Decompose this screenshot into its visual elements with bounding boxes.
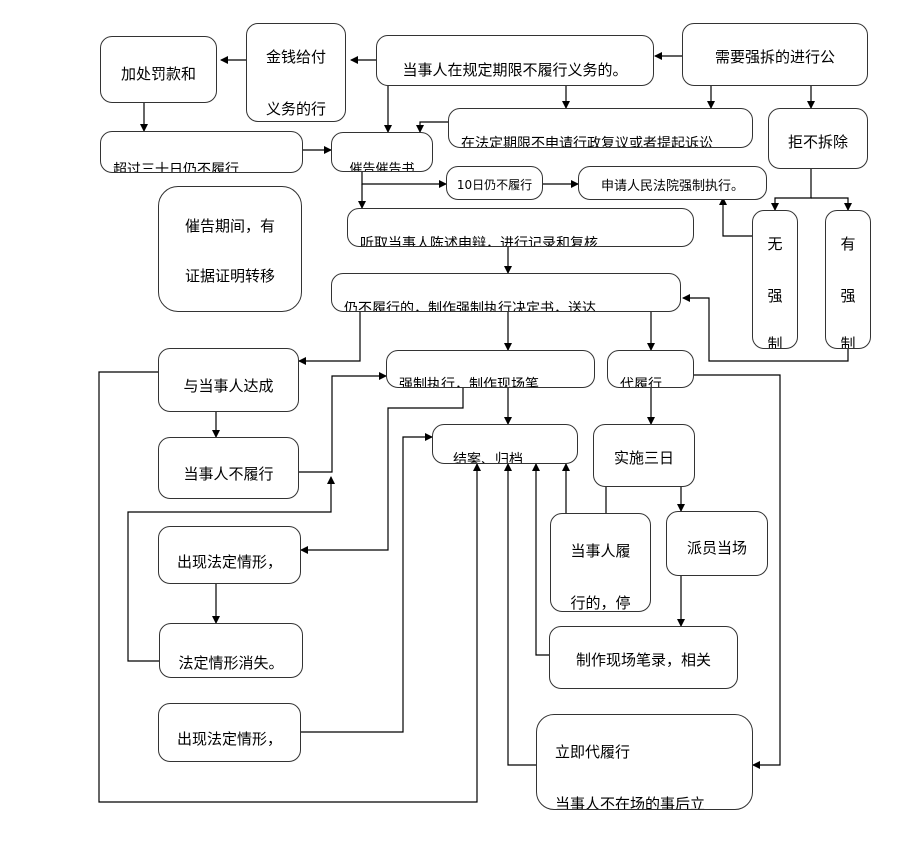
arrow-legalgone-to-notperform-loop xyxy=(127,476,335,662)
arrow-reminder-to-tendays xyxy=(361,172,447,188)
box-no-coercion-char1: 无 xyxy=(767,235,783,253)
box-reminder-decision-label: 催告催告书 xyxy=(349,162,415,172)
box-no-coercion-char2: 强 xyxy=(767,287,783,305)
box-during-reminder: 催告期间，有 证据证明转移 xyxy=(158,186,302,312)
box-refuse-demolish-label: 拒不拆除 xyxy=(787,133,848,151)
box-send-staff-label: 派员当场 xyxy=(686,539,747,557)
arrow-immediate-to-archive xyxy=(504,463,536,766)
box-reach-agreement-label: 与当事人达成 xyxy=(183,377,274,395)
box-over-days-label: 超过三十日仍不履行 xyxy=(113,162,239,173)
box-apply-court: 申请人民法院强制执行。 xyxy=(578,166,767,200)
box-record-onsite: 制作现场笔录，相关 xyxy=(549,626,738,689)
box-failure-to-perform-label: 当事人在规定期限不履行义务的。 xyxy=(402,61,628,79)
arrow-record-to-archive xyxy=(532,463,549,656)
box-monetary-obligation: 金钱给付 义务的行 xyxy=(246,23,346,122)
box-immediate-line1: 立即代履行 xyxy=(555,743,631,761)
box-enforce-onsite: 强制执行，制作现场笔 xyxy=(386,350,595,388)
arrow-refuse-to-has-coercion xyxy=(811,197,852,211)
box-during-reminder-line1: 催告期间，有 xyxy=(184,217,275,235)
arrow-no-coercion-to-court xyxy=(719,197,752,237)
box-legal-situation-1-label: 出现法定情形， xyxy=(176,553,282,571)
box-hear-statement: 听取当事人陈述申辩，进行记录和复核 xyxy=(347,208,694,247)
box-has-coercion-char1: 有 xyxy=(840,235,856,253)
box-legal-situation-gone-label: 法定情形消失。 xyxy=(178,654,284,672)
box-substitute-label: 代履行 xyxy=(620,377,662,388)
box-refuse-demolish: 拒不拆除 xyxy=(768,108,868,169)
box-demolition-notice-label: 需要强拆的进行公 xyxy=(714,48,835,66)
box-send-staff: 派员当场 xyxy=(666,511,768,576)
box-deadline-notice: 在法定期限不申请行政复议或者提起诉讼 xyxy=(448,108,753,148)
box-legal-situation-2: 出现法定情形， xyxy=(158,703,301,762)
box-ten-days: 10日仍不履行 xyxy=(446,166,543,200)
box-three-days: 实施三日 xyxy=(593,424,695,487)
box-has-coercion-char2: 强 xyxy=(840,287,856,305)
arrow-enforce-to-legal1 xyxy=(300,388,464,554)
box-monetary-obligation-line1: 金钱给付 xyxy=(265,48,326,66)
box-party-performs: 当事人履 行的，停 xyxy=(550,513,651,612)
box-apply-court-label: 申请人民法院强制执行。 xyxy=(600,179,744,194)
box-failure-to-perform: 当事人在规定期限不履行义务的。 xyxy=(376,35,654,86)
box-legal-situation-2-label: 出现法定情形， xyxy=(176,730,282,748)
box-make-decision: 仍不履行的，制作强制执行决定书，送达 xyxy=(331,273,681,312)
arrow-legal2-to-archive xyxy=(301,433,433,733)
arrow-outer-loop-to-archive xyxy=(98,371,481,803)
box-settle-archive: 结案、归档 xyxy=(432,424,578,464)
box-no-coercion: 无 强 制 xyxy=(752,210,798,349)
box-during-reminder-line2: 证据证明转移 xyxy=(184,267,275,285)
box-legal-situation-1: 出现法定情形， xyxy=(158,526,301,584)
box-make-decision-label: 仍不履行的，制作强制执行决定书，送达 xyxy=(344,301,596,312)
arrow-deadline-to-reminder xyxy=(416,121,448,133)
box-reach-agreement: 与当事人达成 xyxy=(158,348,299,412)
box-substitute: 代履行 xyxy=(607,350,694,388)
box-has-coercion-char3: 制 xyxy=(840,335,856,349)
box-monetary-obligation-line2: 义务的行 xyxy=(265,100,326,118)
box-deadline-notice-label: 在法定期限不申请行政复议或者提起诉讼 xyxy=(461,136,713,148)
arrow-substitute-to-immediate xyxy=(694,374,781,769)
box-immediate-line2: 当事人不在场的事后立 xyxy=(555,795,706,810)
box-party-not-perform: 当事人不履行 xyxy=(158,437,299,499)
box-over-days: 超过三十日仍不履行 xyxy=(100,131,303,173)
box-extra-penalty-label: 加处罚款和 xyxy=(120,65,196,83)
box-record-onsite-label: 制作现场笔录，相关 xyxy=(575,651,711,669)
box-immediate: 立即代履行 当事人不在场的事后立 xyxy=(536,714,753,810)
box-ten-days-label: 10日仍不履行 xyxy=(456,178,533,192)
box-settle-archive-label: 结案、归档 xyxy=(453,452,523,464)
box-party-not-perform-label: 当事人不履行 xyxy=(183,465,274,483)
box-hear-statement-label: 听取当事人陈述申辩，进行记录和复核 xyxy=(360,236,598,247)
arrow-decision-to-agreement xyxy=(298,312,361,365)
box-enforce-onsite-label: 强制执行，制作现场笔 xyxy=(399,377,539,388)
arrow-notperform-to-enforce xyxy=(299,372,387,473)
box-party-performs-line1: 当事人履 xyxy=(570,542,631,560)
box-no-coercion-char3: 制 xyxy=(767,335,783,349)
box-three-days-label: 实施三日 xyxy=(613,449,674,467)
arrow-refuse-to-no-coercion xyxy=(771,169,812,211)
box-extra-penalty: 加处罚款和 xyxy=(100,36,217,103)
box-has-coercion: 有 强 制 xyxy=(825,210,871,349)
box-demolition-notice: 需要强拆的进行公 xyxy=(682,23,868,86)
box-legal-situation-gone: 法定情形消失。 xyxy=(159,623,303,678)
arrow-has-coercion-to-decision xyxy=(682,294,849,362)
box-reminder-decision: 催告催告书 xyxy=(331,132,433,172)
box-party-performs-line2: 行的，停 xyxy=(570,594,631,612)
